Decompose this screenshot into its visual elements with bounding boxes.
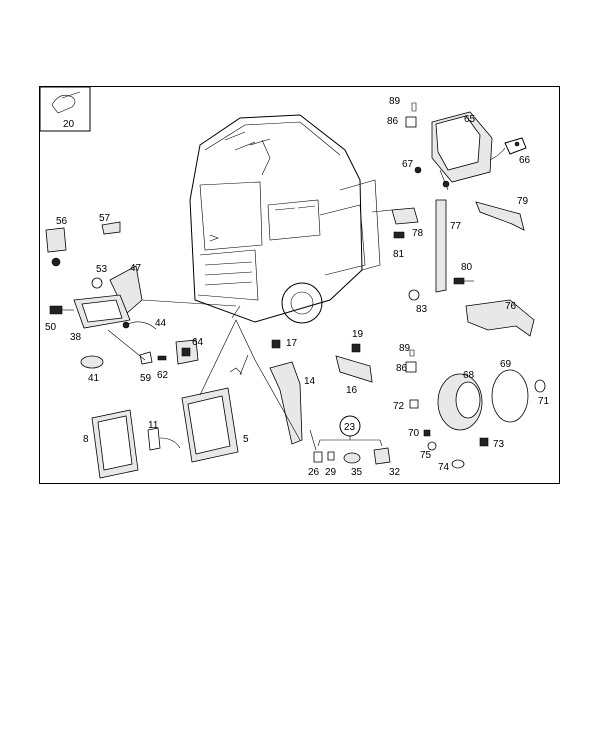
callout-89-mid: 89 [399,343,411,354]
clip-72 [409,399,419,409]
callout-76: 76 [505,301,517,312]
callout-65: 65 [464,114,476,125]
screw-17 [271,339,281,349]
screw-50 [49,305,74,315]
callout-57: 57 [99,213,111,224]
callout-11: 11 [148,420,159,431]
callout-35: 35 [351,467,363,478]
diagram-frame [39,86,560,484]
screw-19 [351,343,361,353]
lamp-41 [80,355,104,369]
screw-62 [157,355,167,361]
callout-44: 44 [155,318,167,329]
screw-80 [453,277,474,285]
callout-41: 41 [88,373,100,384]
callout-32: 32 [389,467,401,478]
bracket-14 [269,361,303,445]
callout-labels: 89 86 65 67 66 56 57 79 78 77 81 53 47 8… [45,96,550,478]
leader-lines [107,209,393,451]
callout-81: 81 [393,249,405,260]
callout-47: 47 [130,263,142,274]
bracket-76 [465,299,535,337]
callout-16: 16 [346,385,358,396]
callout-73: 73 [493,439,505,450]
callout-86-top: 86 [387,116,399,127]
callout-59: 59 [140,373,152,384]
callout-29: 29 [325,467,337,478]
callout-89-top: 89 [389,96,401,107]
callout-20: 20 [63,119,75,130]
bulb-59 [139,351,153,365]
callout-75: 75 [420,450,432,461]
callout-56: 56 [56,216,68,227]
screw-53 [91,277,103,289]
lamp-68 [437,373,483,431]
bulb-44 [122,321,157,330]
callout-66: 66 [519,155,531,166]
bracket-79 [475,201,525,231]
callout-83: 83 [416,304,428,315]
callout-50: 50 [45,322,57,333]
callout-78: 78 [412,228,424,239]
lens-69 [491,369,529,423]
callout-38: 38 [70,332,82,343]
washer-74 [451,459,465,469]
headlamp-5 [181,367,243,463]
callout-77: 77 [450,221,462,232]
bracket-78-77 [391,199,447,293]
nut-67 [414,166,422,174]
relay-64 [175,339,199,365]
callout-86-mid: 86 [396,363,408,374]
callout-64: 64 [192,337,204,348]
callout-5: 5 [243,434,249,445]
bracket-16 [335,355,373,383]
callout-71: 71 [538,396,550,407]
nut-75 [427,441,437,451]
clip-57 [101,221,121,235]
connector-56 [45,227,67,267]
callout-79: 79 [517,196,529,207]
fog-lamp-8 [91,409,139,479]
screw-73 [479,437,489,447]
callout-68: 68 [463,370,475,381]
screw-89-86-top [405,102,417,128]
callout-80: 80 [461,262,473,273]
bulb-66 [489,137,527,161]
callout-26: 26 [308,467,320,478]
callout-67: 67 [402,159,414,170]
screw-81 [393,231,405,239]
callout-74: 74 [438,462,450,473]
callout-70: 70 [408,428,420,439]
callout-14: 14 [304,376,316,387]
callout-23: 23 [344,422,356,433]
callout-19: 19 [352,329,364,340]
screw-70 [423,429,431,437]
bulb-11 [147,427,181,451]
callout-53: 53 [96,264,108,275]
bulb-71 [534,379,546,393]
work-lamp-65 [431,111,493,191]
truck-cab [189,114,381,324]
lamp-38 [73,294,131,329]
callout-62: 62 [157,370,169,381]
callout-8: 8 [83,434,89,445]
screw-89-86-mid [405,349,417,373]
inset-box-20 [39,86,91,132]
callout-17: 17 [286,338,298,349]
callout-69: 69 [500,359,512,370]
group-23 [313,415,391,465]
nut-83 [408,289,420,301]
callout-72: 72 [393,401,405,412]
